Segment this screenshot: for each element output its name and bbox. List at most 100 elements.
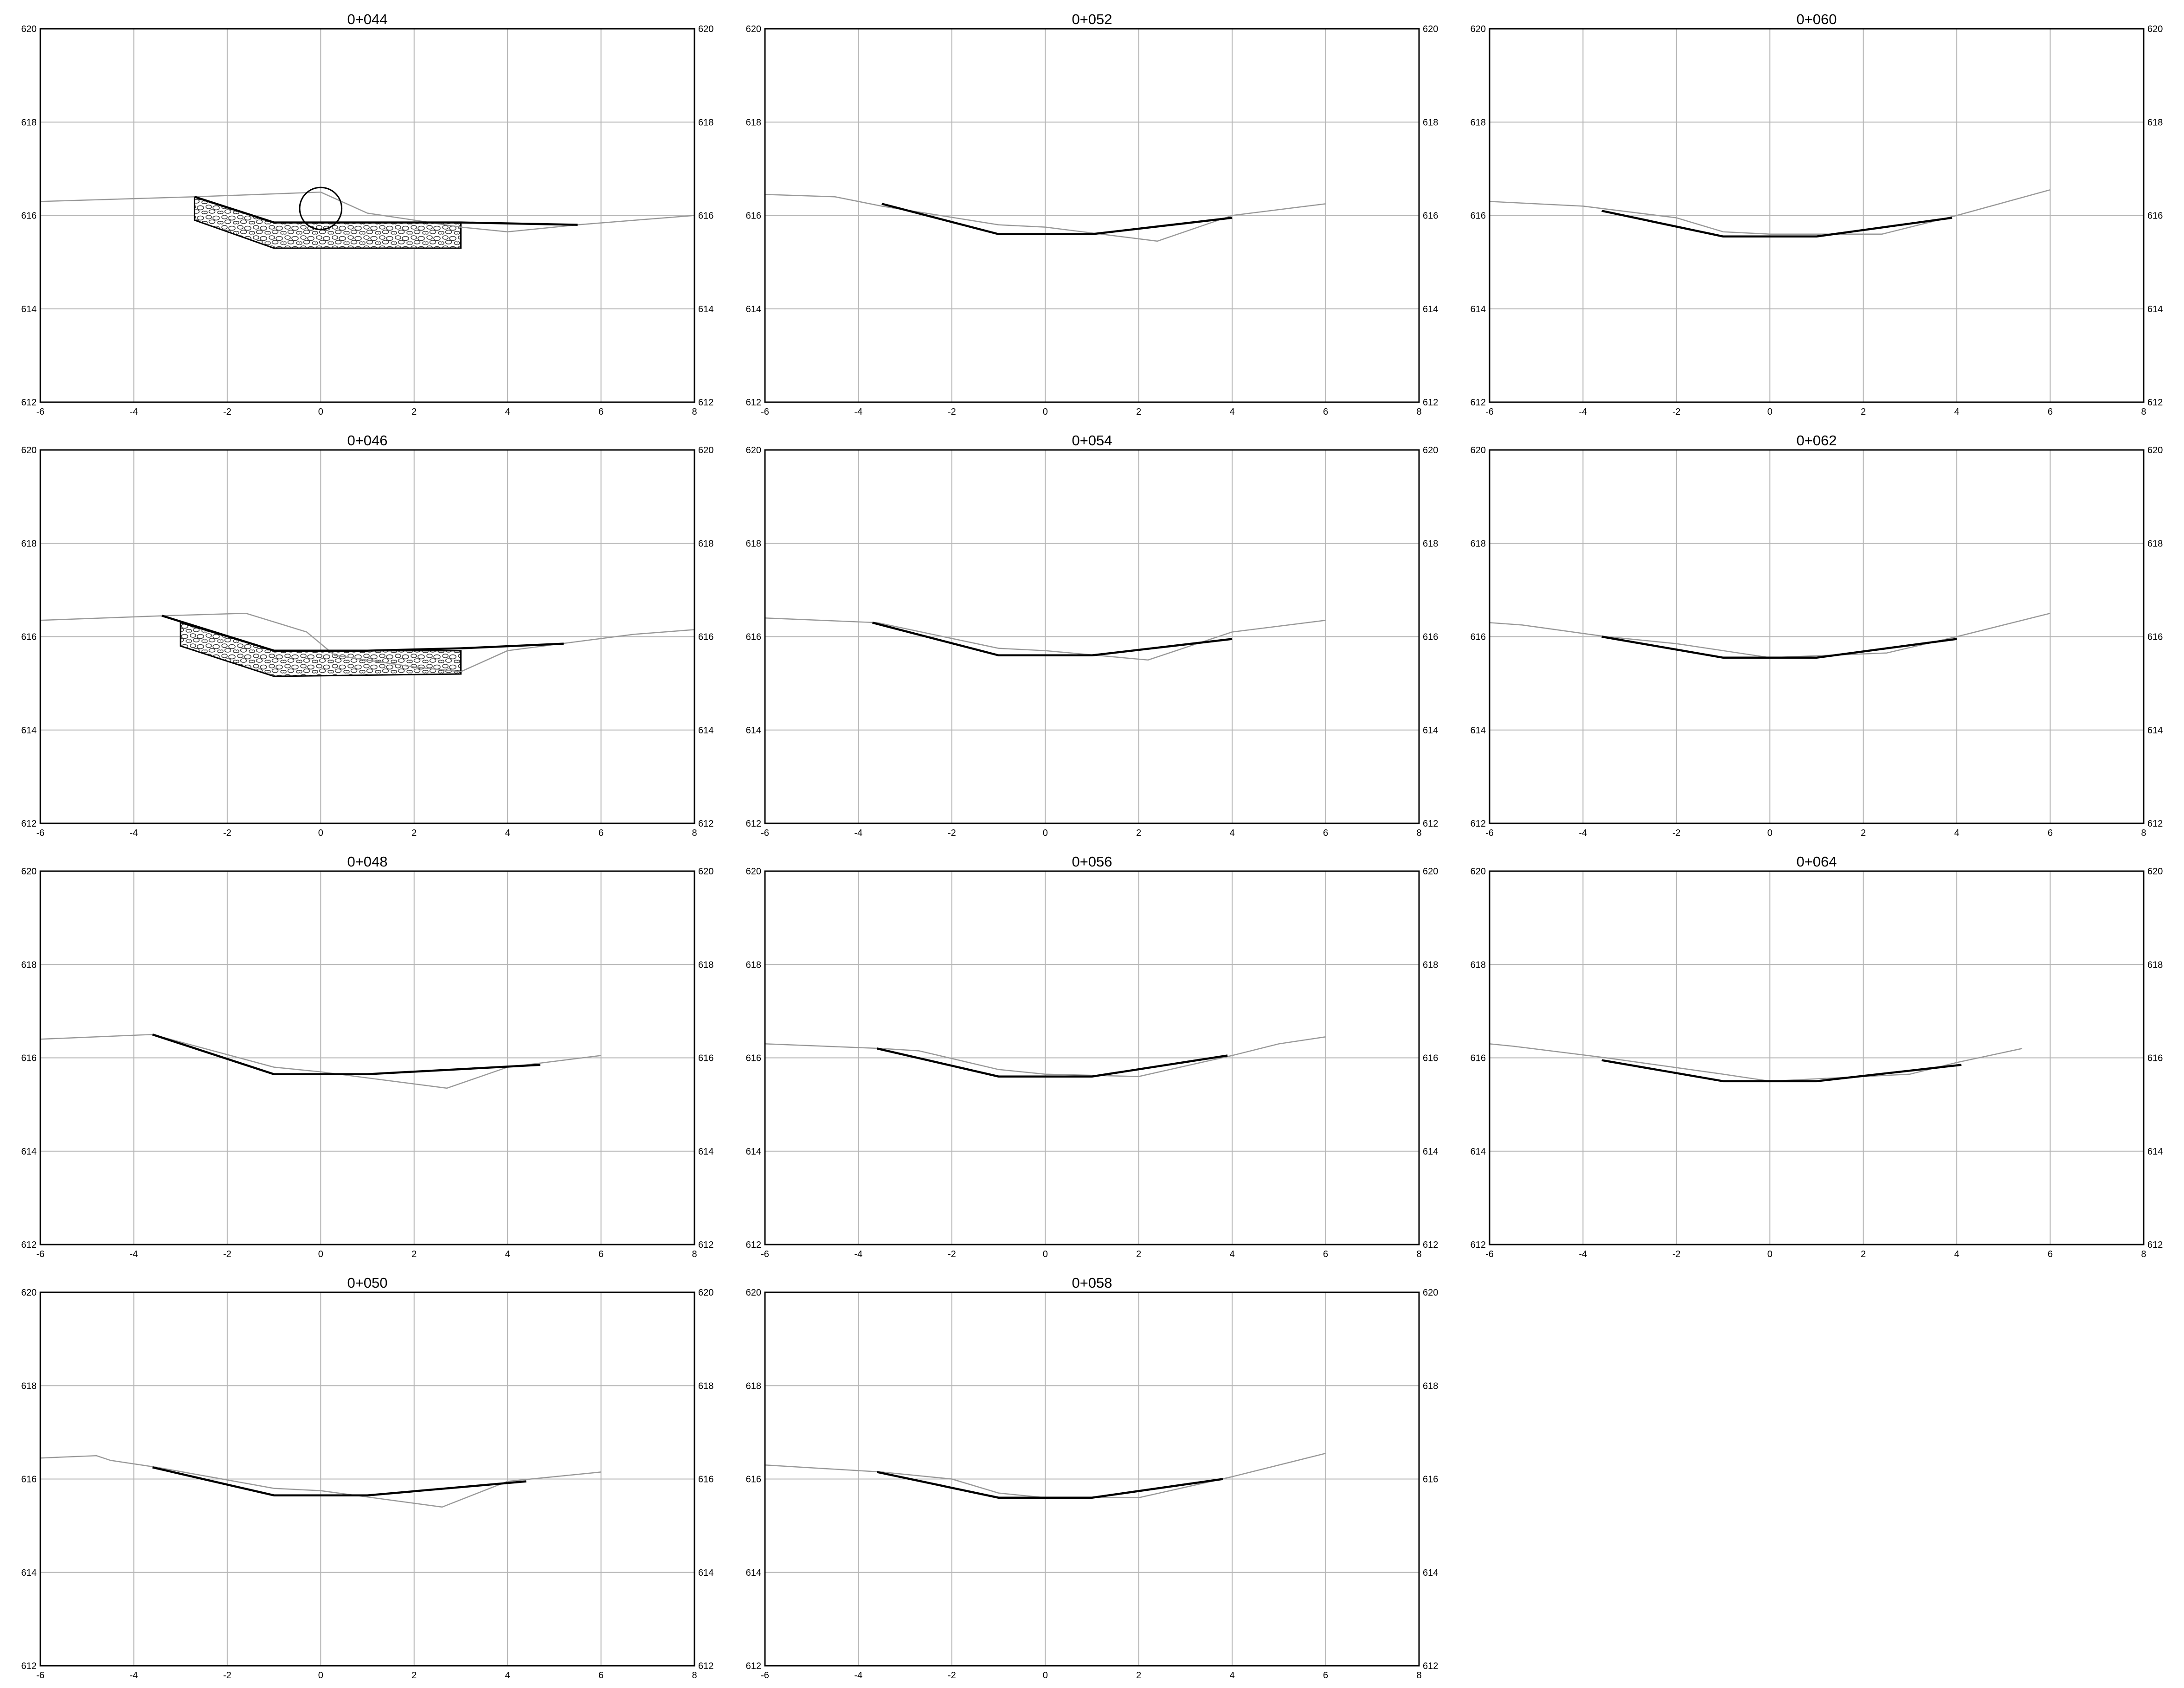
x-tick-label: 2 — [411, 407, 417, 417]
x-tick-label: 8 — [692, 828, 697, 838]
y-tick-label-left: 620 — [1471, 866, 1486, 877]
y-tick-label-left: 616 — [1471, 632, 1486, 642]
y-tick-label-left: 614 — [21, 1147, 37, 1157]
y-tick-label-right: 614 — [2147, 1147, 2163, 1157]
y-tick-label-left: 620 — [746, 866, 761, 877]
y-tick-label-left: 620 — [746, 445, 761, 456]
x-tick-label: -2 — [948, 1249, 956, 1259]
plot-frame — [39, 449, 695, 824]
x-tick-label: -2 — [223, 1670, 231, 1681]
existing-ground-line — [40, 191, 695, 232]
x-tick-label: -4 — [854, 1670, 863, 1681]
x-tick-label: -4 — [1579, 828, 1587, 838]
y-tick-label-left: 618 — [1471, 539, 1486, 549]
y-tick-label-left: 614 — [1471, 725, 1486, 736]
x-tick-label: -4 — [854, 828, 863, 838]
y-tick-label-left: 616 — [746, 211, 761, 221]
design-section-line — [877, 1471, 1223, 1499]
y-tick-label-right: 614 — [2147, 725, 2163, 736]
y-tick-label-left: 612 — [746, 819, 761, 829]
y-tick-label-right: 612 — [698, 1661, 713, 1671]
y-tick-label-left: 612 — [746, 1661, 761, 1671]
x-tick-label: 8 — [2141, 407, 2146, 417]
x-tick-label: 2 — [1861, 407, 1866, 417]
y-tick-label-left: 616 — [21, 1053, 37, 1064]
chart-title: 0+046 — [347, 432, 387, 449]
x-tick-label: -2 — [223, 828, 231, 838]
y-tick-label-right: 616 — [2147, 211, 2163, 221]
y-tick-label-left: 612 — [1471, 1240, 1486, 1250]
chart-title: 0+056 — [1072, 854, 1112, 870]
x-tick-label: -6 — [36, 407, 45, 417]
y-tick-label-right: 612 — [2147, 819, 2163, 829]
y-tick-label-left: 616 — [746, 1475, 761, 1485]
x-tick-label: -6 — [36, 1249, 45, 1259]
y-tick-label-left: 614 — [746, 304, 761, 314]
design-section-line — [1601, 1059, 1962, 1083]
plot-frame — [39, 870, 695, 1245]
existing-ground-line — [40, 612, 695, 673]
y-tick-label-left: 612 — [746, 1240, 761, 1250]
x-tick-label: -4 — [130, 828, 138, 838]
pipe-circle — [299, 186, 343, 231]
y-tick-label-right: 614 — [698, 725, 713, 736]
x-tick-label: -2 — [223, 1249, 231, 1259]
x-tick-label: -6 — [1485, 407, 1494, 417]
x-tick-label: -6 — [1485, 828, 1494, 838]
y-tick-label-right: 618 — [698, 117, 713, 128]
x-tick-label: 0 — [1043, 407, 1048, 417]
y-tick-label-right: 616 — [1423, 632, 1438, 642]
y-tick-label-left: 620 — [746, 24, 761, 34]
x-tick-label: 6 — [1323, 1249, 1328, 1259]
existing-ground-line — [1489, 1043, 2023, 1082]
y-tick-label-right: 620 — [698, 445, 713, 456]
y-tick-label-right: 614 — [698, 1147, 713, 1157]
y-tick-label-right: 614 — [1423, 304, 1438, 314]
y-tick-label-left: 620 — [1471, 445, 1486, 456]
y-tick-label-left: 618 — [746, 117, 761, 128]
y-tick-label-right: 618 — [698, 539, 713, 549]
plot-frame — [39, 1291, 695, 1667]
x-tick-label: 2 — [411, 1249, 417, 1259]
x-tick-label: 2 — [1861, 828, 1866, 838]
y-tick-label-left: 614 — [1471, 304, 1486, 314]
x-tick-label: 2 — [411, 828, 417, 838]
y-tick-label-left: 620 — [21, 1288, 37, 1298]
x-tick-label: -6 — [761, 828, 769, 838]
y-tick-label-right: 620 — [698, 866, 713, 877]
x-tick-label: -4 — [130, 407, 138, 417]
x-tick-label: -2 — [948, 407, 956, 417]
chart-title: 0+062 — [1796, 432, 1837, 449]
y-tick-label-left: 618 — [1471, 117, 1486, 128]
x-tick-label: 2 — [1861, 1249, 1866, 1259]
x-tick-label: 2 — [1136, 1670, 1141, 1681]
y-tick-label-left: 616 — [746, 1053, 761, 1064]
y-tick-label-right: 618 — [1423, 1381, 1438, 1391]
y-tick-label-left: 614 — [21, 304, 37, 314]
plot-frame — [1489, 449, 2145, 824]
y-tick-label-right: 616 — [1423, 1053, 1438, 1064]
y-tick-label-left: 618 — [746, 960, 761, 970]
y-tick-label-right: 616 — [1423, 1475, 1438, 1485]
design-section-line — [877, 1047, 1228, 1078]
x-tick-label: 6 — [2048, 407, 2053, 417]
existing-ground-line — [764, 1036, 1326, 1077]
y-tick-label-right: 620 — [2147, 24, 2163, 34]
x-tick-label: 0 — [1767, 407, 1773, 417]
x-tick-label: 8 — [1416, 828, 1421, 838]
x-tick-label: 4 — [505, 1670, 510, 1681]
x-tick-label: -4 — [854, 1249, 863, 1259]
y-tick-label-left: 612 — [746, 398, 761, 408]
x-tick-label: -2 — [1672, 1249, 1681, 1259]
y-tick-label-right: 620 — [2147, 445, 2163, 456]
x-tick-label: -4 — [130, 1249, 138, 1259]
x-tick-label: -4 — [130, 1670, 138, 1681]
y-tick-label-right: 614 — [2147, 304, 2163, 314]
chart-title: 0+048 — [347, 854, 387, 870]
y-tick-label-left: 614 — [1471, 1147, 1486, 1157]
y-tick-label-left: 616 — [21, 211, 37, 221]
x-tick-label: 4 — [1230, 828, 1235, 838]
